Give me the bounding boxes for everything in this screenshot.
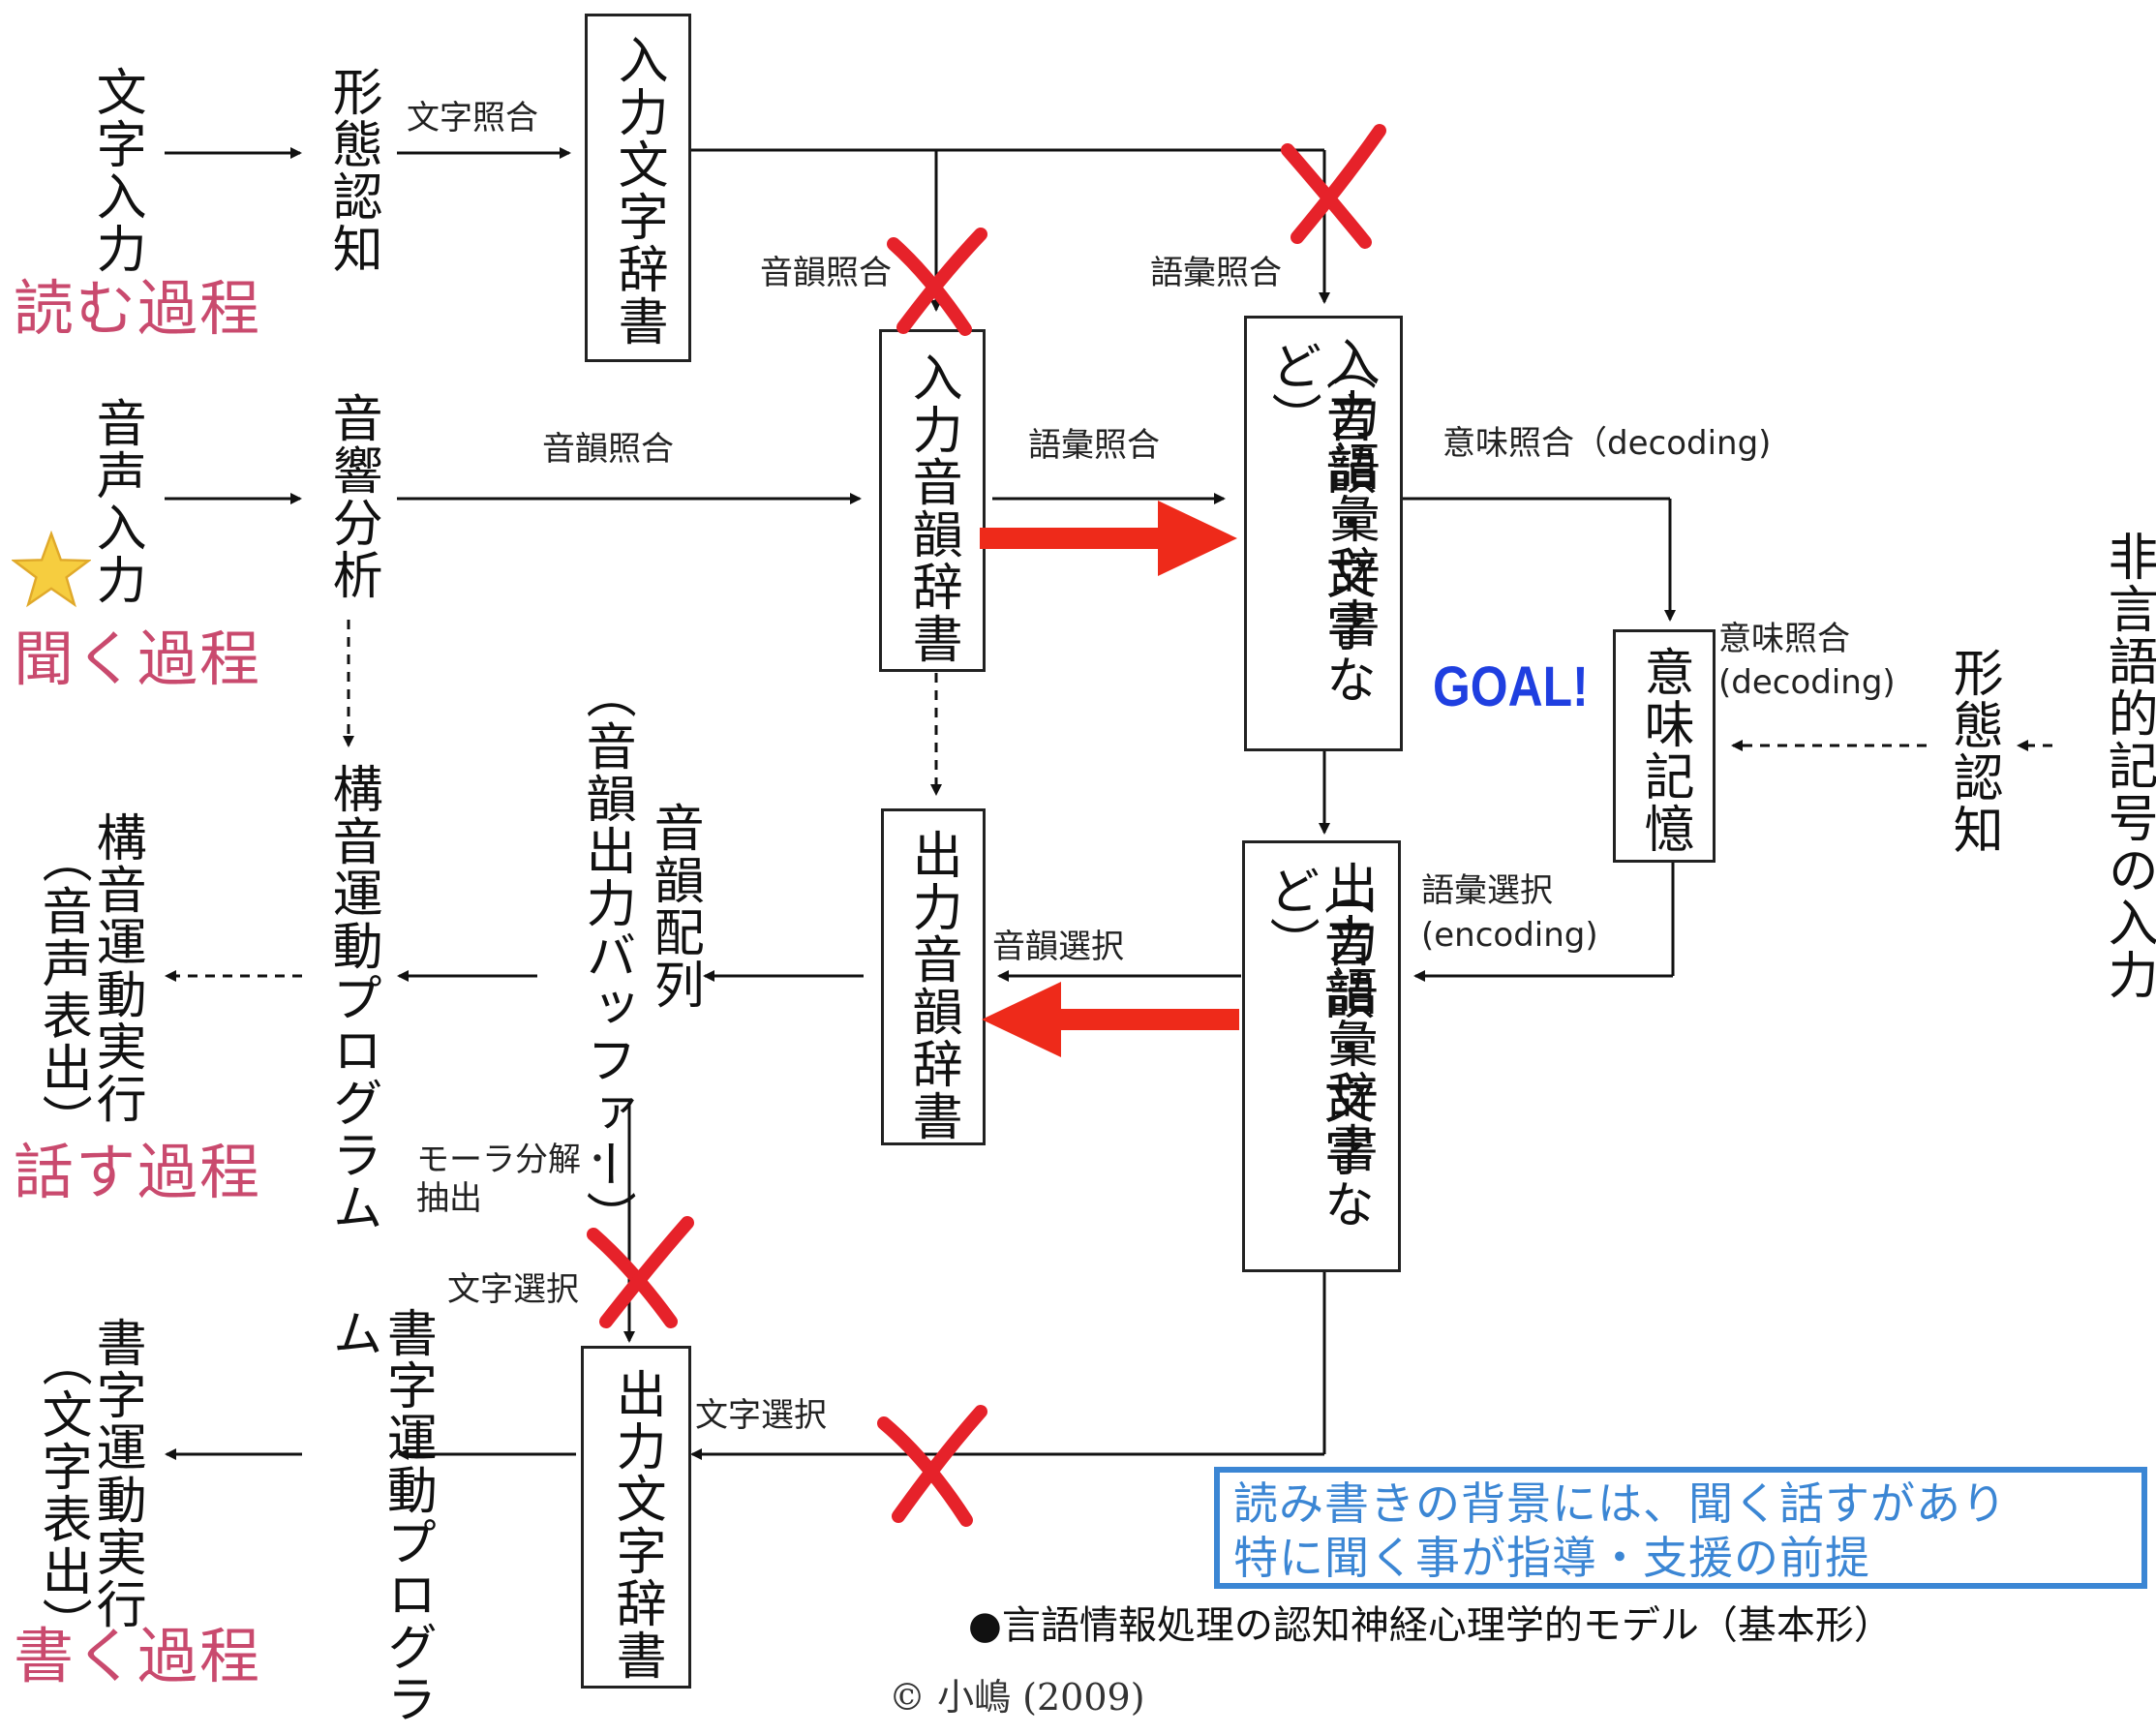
input-char-dict-box: 入力文字辞書 (585, 14, 691, 362)
edge-semantic-match-2b: (decoding) (1718, 663, 1896, 702)
note-box: 読み書きの背景には、聞く話すがあり 特に聞く事が指導・支援の前提 (1214, 1467, 2147, 1589)
char-input-label: 文字入力 (87, 66, 146, 275)
star-icon (12, 531, 91, 608)
output-char-dict-box: 出力文字辞書 (581, 1346, 691, 1689)
input-lexicon-label: 入力語彙辞書 (1321, 336, 1380, 650)
edge-mora-decomp-b: 抽出 (416, 1179, 482, 1218)
edge-lexical-match-mid: 語彙照合 (1028, 426, 1160, 465)
output-lexicon-label: 出力語彙辞書 (1319, 861, 1378, 1174)
edge-lexical-select: 語彙選択 (1421, 871, 1553, 910)
edge-semantic-match-2: 意味照合 (1718, 620, 1850, 658)
output-phoneme-dict-label: 出力音韻辞書 (903, 829, 962, 1142)
semantic-memory-box: 意味記憶 (1613, 629, 1716, 863)
goal-label: GOAL! (1433, 655, 1589, 718)
edge-lexical-select-b: (encoding) (1421, 916, 1598, 955)
output-lexicon-box: 出力語彙辞書 （音韻・文字など） (1242, 840, 1401, 1272)
edge-semantic-match-1: 意味照合（decoding) (1442, 424, 1772, 463)
input-phoneme-dict-box: 入力音韻辞書 (879, 329, 986, 672)
phoneme-buffer-label: （音韻出力バッファー） (577, 668, 636, 1243)
output-char-dict-label: 出力文字辞書 (607, 1368, 666, 1682)
cross-mark-icon (587, 1216, 694, 1328)
edge-char-select-2: 文字選択 (695, 1396, 827, 1435)
nonverbal-input-label: 非言語的記号の入力 (2099, 531, 2156, 1001)
red-arrow-icon (980, 501, 1237, 576)
cross-mark-icon (1281, 124, 1386, 249)
edge-phoneme-match-top: 音韻照合 (760, 254, 892, 292)
output-phoneme-dict-box: 出力音韻辞書 (881, 808, 986, 1145)
edge-mora-decomp: モーラ分解・ (416, 1141, 614, 1179)
voice-input-label: 音声入力 (87, 397, 146, 606)
copyright-text: © 小嶋 (2009) (889, 1676, 1145, 1719)
char-output-label: （文字表出） (33, 1336, 92, 1650)
voice-output-label: （音声表出） (33, 833, 92, 1146)
edge-char-match: 文字照合 (407, 99, 538, 137)
writing-execution-label: 書字運動実行 (87, 1317, 146, 1630)
process-label-speak: 話す過程 (14, 1137, 262, 1207)
edge-phoneme-match-mid: 音韻照合 (542, 430, 674, 469)
edge-lexical-match-top: 語彙照合 (1150, 254, 1282, 292)
red-arrow-icon (982, 982, 1239, 1057)
input-lexicon-box: 入力語彙辞書 （音韻・文字など） (1244, 316, 1403, 751)
articulatory-execution-label: 構音運動実行 (87, 811, 146, 1125)
cross-mark-icon (877, 1405, 987, 1527)
form-recognition-nonverbal-label: 形態認知 (1944, 647, 2003, 856)
process-label-write: 書く過程 (14, 1621, 262, 1691)
input-lexicon-sub-label: （音韻・文字など） (1262, 340, 1376, 706)
edge-phoneme-select: 音韻選択 (992, 928, 1124, 966)
process-label-listen: 聞く過程 (14, 624, 262, 694)
phoneme-arrangement-label: 音韻配列 (645, 802, 704, 1011)
edge-char-select-1: 文字選択 (447, 1270, 579, 1309)
cross-mark-icon (887, 228, 987, 336)
figure-caption: ●言語情報処理の認知神経心理学的モデル（基本形） (968, 1603, 1893, 1648)
form-recognition-label: 形態認知 (323, 66, 382, 275)
articulatory-program-label: 構音運動プログラム (323, 763, 382, 1233)
note-line-2: 特に聞く事が指導・支援の前提 (1233, 1532, 1870, 1584)
semantic-memory-label: 意味記憶 (1635, 646, 1694, 855)
acoustic-analysis-label: 音響分析 (323, 392, 382, 601)
writing-program-label: 書字運動プログラム (323, 1307, 437, 1725)
process-label-read: 読む過程 (14, 273, 262, 344)
output-lexicon-sub-label: （音韻・文字など） (1260, 865, 1374, 1231)
input-phoneme-dict-label: 入力音韻辞書 (903, 351, 962, 665)
input-char-dict-label: 入力文字辞書 (609, 34, 668, 348)
note-line-1: 読み書きの背景には、聞く話すがあり (1233, 1477, 2007, 1530)
